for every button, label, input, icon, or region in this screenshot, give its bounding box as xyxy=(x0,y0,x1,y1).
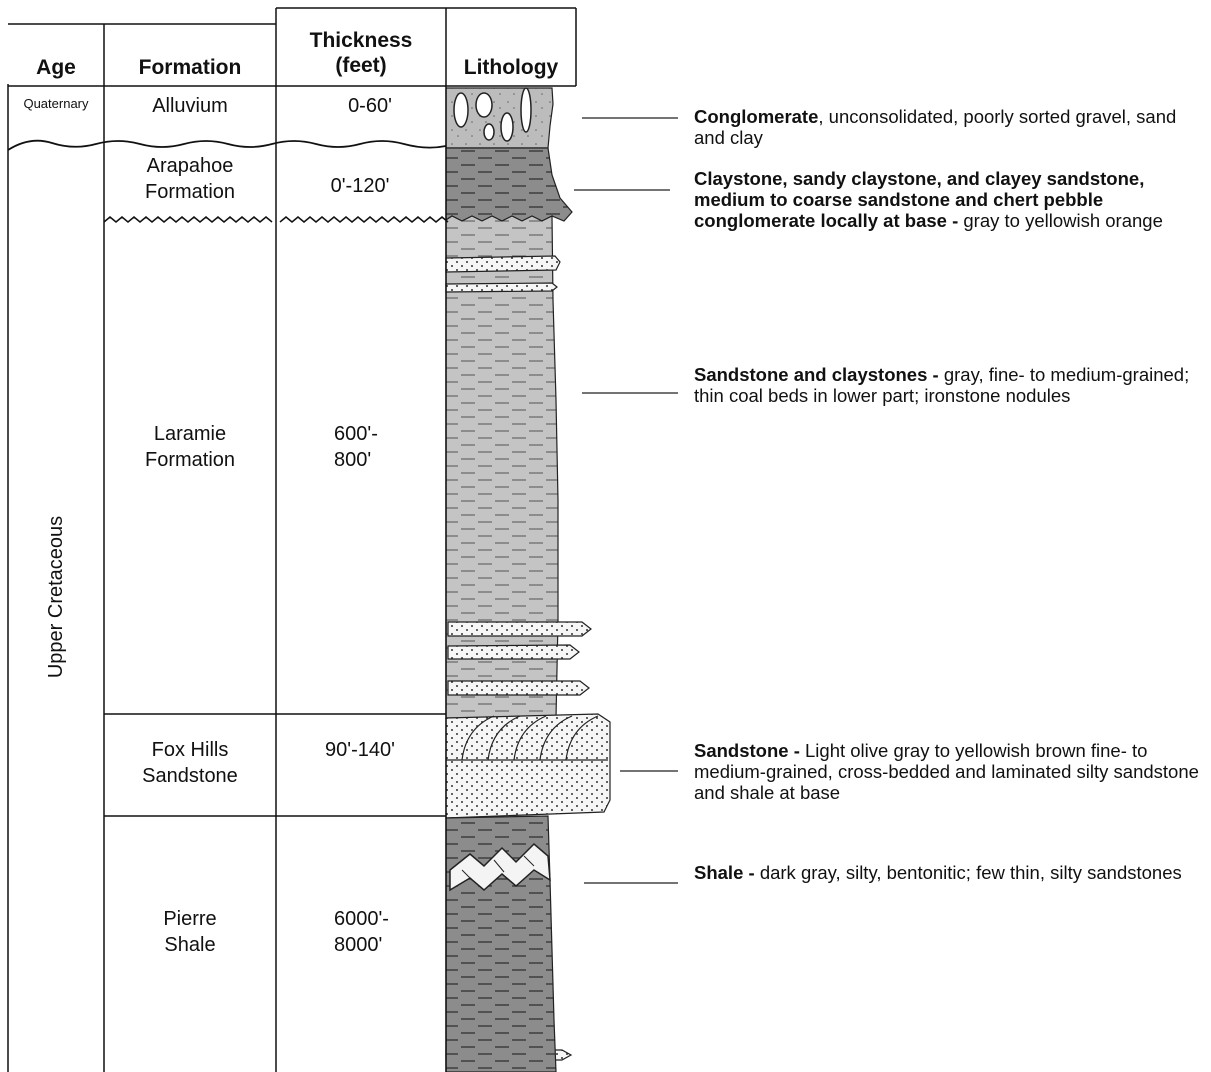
formation-laramie-line1: Laramie xyxy=(154,423,226,445)
formation-fox-hills-line2: Sandstone xyxy=(142,765,238,787)
thickness-arapahoe: 0'-120' xyxy=(331,175,390,197)
arapahoe-claystone-bed xyxy=(445,147,573,222)
age-upper-cretaceous: Upper Cretaceous xyxy=(45,516,67,678)
pebble-symbols xyxy=(453,87,532,142)
description-claystone: Claystone, sandy claystone, and clayey s… xyxy=(694,168,1182,231)
fox-hills-sandstone-bed xyxy=(445,713,611,819)
thickness-fox-hills: 90'-140' xyxy=(325,739,395,761)
description-sandstone: Sandstone - Light olive gray to yellowis… xyxy=(694,740,1206,803)
formation-alluvium: Alluvium xyxy=(152,95,228,117)
formation-pierre-line2: Shale xyxy=(164,934,215,956)
header-thickness-line2: (feet) xyxy=(335,54,386,77)
description-sandstone-claystones: Sandstone and claystones - gray, fine- t… xyxy=(694,364,1206,406)
formation-fox-hills-line1: Fox Hills xyxy=(152,739,229,761)
header-age: Age xyxy=(36,56,76,79)
lens-hatching xyxy=(461,855,535,881)
description-sandstone-text: Light olive gray to yellowish brown fine… xyxy=(694,740,1199,803)
description-sandstone-claystones-bold: Sandstone and claystones - xyxy=(694,364,944,385)
thickness-pierre-line1: 6000'- xyxy=(334,908,389,930)
description-claystone-text: gray to yellowish orange xyxy=(963,210,1163,231)
description-shale: Shale - dark gray, silty, bentonitic; fe… xyxy=(694,862,1206,883)
lithology-column xyxy=(445,87,611,1072)
thickness-alluvium: 0-60' xyxy=(348,95,392,117)
description-claystone-bold: Claystone, sandy claystone, and clayey s… xyxy=(694,168,1145,231)
description-sandstone-claystones-text: gray, fine- to medium-grained; thin coal… xyxy=(694,364,1190,406)
description-conglomerate-bold: Conglomerate xyxy=(694,106,819,127)
formation-pierre-line1: Pierre xyxy=(163,908,216,930)
description-shale-bold: Shale - xyxy=(694,862,760,883)
laramie-claystone-bed xyxy=(445,215,559,719)
description-sandstone-bold: Sandstone - xyxy=(694,740,806,761)
leader-lines xyxy=(574,117,678,884)
header-formation: Formation xyxy=(139,56,242,79)
description-shale-text: dark gray, silty, bentonitic; few thin, … xyxy=(759,862,1182,883)
description-conglomerate: Conglomerate, unconsolidated, poorly sor… xyxy=(694,106,1206,148)
thickness-laramie-line1: 600'- xyxy=(334,423,378,445)
cross-bedding xyxy=(446,715,608,761)
formation-laramie-line2: Formation xyxy=(145,449,235,471)
unconformity-line-lower xyxy=(103,216,449,223)
age-quaternary: Quaternary xyxy=(23,96,89,111)
formation-arapahoe-line1: Arapahoe xyxy=(147,155,234,177)
table-frame xyxy=(7,7,577,1072)
description-conglomerate-text: , unconsolidated, poorly sorted gravel, … xyxy=(694,106,1177,148)
header-thickness-line1: Thickness xyxy=(310,29,413,52)
formation-arapahoe-line2: Formation xyxy=(145,181,235,203)
unconformity-line-top xyxy=(7,139,447,151)
thickness-laramie-line2: 800' xyxy=(334,449,371,471)
thickness-pierre-line2: 8000' xyxy=(334,934,382,956)
header-lithology: Lithology xyxy=(464,56,559,79)
